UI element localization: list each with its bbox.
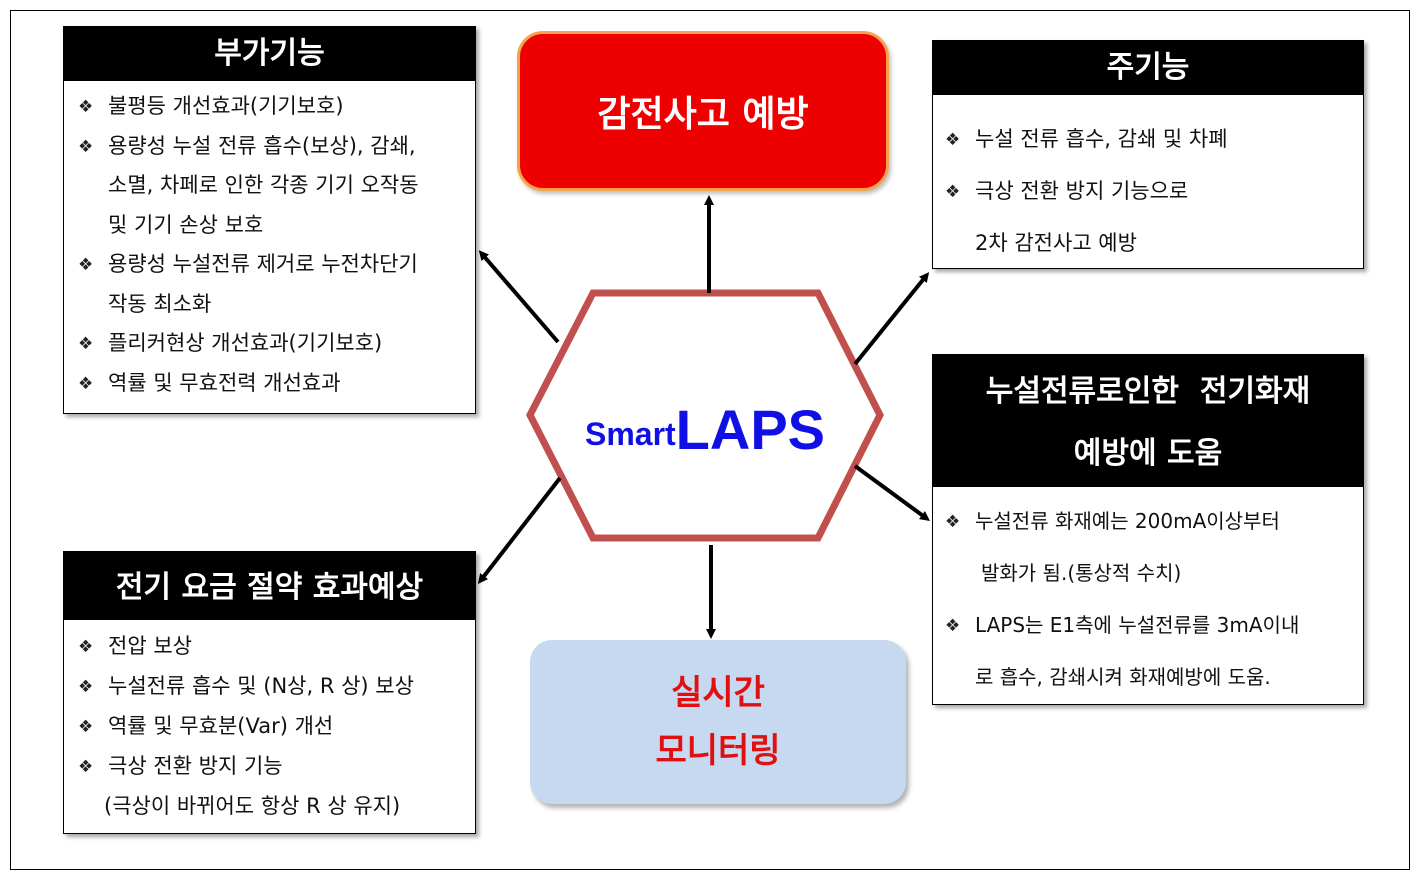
arrow-to-addon <box>478 250 560 344</box>
list-item: ❖극상 전환 방지 기능 <box>78 746 463 786</box>
list-item-continuation: 2차 감전사고 예방 <box>975 231 1137 255</box>
list-item-continuation: (극상이 바뀌어도 항상 R 상 유지) <box>104 794 401 818</box>
list-item: ❖전압 보상 <box>78 626 463 666</box>
fire-title-line2: 예방에 도움 <box>1073 436 1223 471</box>
bullet-icon: ❖ <box>78 677 94 697</box>
list-item-continuation: 발화가 됨.(통상적 수치) <box>981 561 1182 585</box>
list-item-continuation: 작동 최소화 <box>108 291 212 316</box>
center-prefix: Smart <box>584 416 676 452</box>
monitoring-line2: 모니터링 <box>655 731 781 771</box>
monitoring-box: 실시간 모니터링 <box>530 640 906 804</box>
list-item-continuation: 소멸, 차페로 인한 각종 기기 오작동 <box>108 173 419 197</box>
bullet-icon: ❖ <box>78 136 94 157</box>
bullet-icon: ❖ <box>78 97 94 117</box>
bullet-icon: ❖ <box>78 255 94 275</box>
center-hexagon <box>526 289 884 542</box>
bullet-icon: ❖ <box>78 334 94 354</box>
arrow-to-fee <box>477 476 562 584</box>
main-function-list: ❖누설 전류 흡수, 감쇄 및 차폐 ❖극상 전환 방지 기능으로 2차 감전사… <box>933 95 1363 269</box>
list-item: ❖용량성 누설전류 제거로 누전차단기 <box>78 245 463 285</box>
addon-title: 부가기능 <box>64 27 475 81</box>
fire-title: 누설전류로인한 전기화재 예방에 도움 <box>933 355 1363 487</box>
bullet-icon: ❖ <box>945 616 961 636</box>
prevention-label: 감전사고 예방 <box>597 94 809 135</box>
center-title: LAPS <box>675 398 826 461</box>
arrow-to-fire <box>853 464 931 521</box>
monitoring-line1: 실시간 <box>671 673 765 713</box>
fee-saving-box: 전기 요금 절약 효과예상 ❖전압 보상 ❖누설전류 흡수 및 (N상, R 상… <box>63 551 476 834</box>
bullet-icon: ❖ <box>78 373 94 394</box>
fire-title-line1: 누설전류로인한 전기화재 <box>985 374 1311 409</box>
bullet-icon: ❖ <box>945 512 961 532</box>
list-item: ❖누설전류 화재예는 200mA이상부터 <box>945 495 1351 547</box>
prevention-box: 감전사고 예방 <box>517 31 889 191</box>
fire-prevention-box: 누설전류로인한 전기화재 예방에 도움 ❖누설전류 화재예는 200mA이상부터… <box>932 354 1364 705</box>
list-item: ❖극상 전환 방지 기능으로 <box>945 165 1351 217</box>
addon-box: 부가기능 ❖불평등 개선효과(기기보호) ❖용량성 누설 전류 흡수(보상), … <box>63 26 476 414</box>
bullet-icon: ❖ <box>945 130 961 150</box>
list-item: ❖누설전류 흡수 및 (N상, R 상) 보상 <box>78 666 463 706</box>
list-item: ❖용량성 누설 전류 흡수(보상), 감쇄, <box>78 127 463 167</box>
main-function-title: 주기능 <box>933 41 1363 95</box>
list-item: ❖누설 전류 흡수, 감쇄 및 차폐 <box>945 113 1351 165</box>
addon-list: ❖불평등 개선효과(기기보호) ❖용량성 누설 전류 흡수(보상), 감쇄, 소… <box>64 81 475 403</box>
bullet-icon: ❖ <box>78 637 94 657</box>
list-item-continuation: 및 기기 손상 보호 <box>108 212 264 237</box>
bullet-icon: ❖ <box>78 757 94 777</box>
bullet-icon: ❖ <box>78 717 94 737</box>
list-item: ❖플리커현상 개선효과(기기보호) <box>78 324 463 364</box>
fee-list: ❖전압 보상 ❖누설전류 흡수 및 (N상, R 상) 보상 ❖역률 및 무효분… <box>64 620 475 826</box>
list-item: ❖LAPS는 E1측에 누설전류를 3mA이내 <box>945 599 1351 651</box>
list-item: ❖역률 및 무효전력 개선효과 <box>78 364 463 404</box>
bullet-icon: ❖ <box>945 182 961 202</box>
list-item: ❖불평등 개선효과(기기보호) <box>78 87 463 127</box>
list-item: ❖역률 및 무효분(Var) 개선 <box>78 706 463 746</box>
fee-title: 전기 요금 절약 효과예상 <box>64 552 475 620</box>
list-item-continuation: 로 흡수, 감쇄시켜 화재예방에 도움. <box>975 665 1271 689</box>
arrow-to-main-function <box>853 272 930 366</box>
diagram-frame <box>10 10 1410 870</box>
fire-list: ❖누설전류 화재예는 200mA이상부터 발화가 됨.(통상적 수치) ❖LAP… <box>933 487 1363 703</box>
main-function-box: 주기능 ❖누설 전류 흡수, 감쇄 및 차폐 ❖극상 전환 방지 기능으로 2차… <box>932 40 1364 269</box>
